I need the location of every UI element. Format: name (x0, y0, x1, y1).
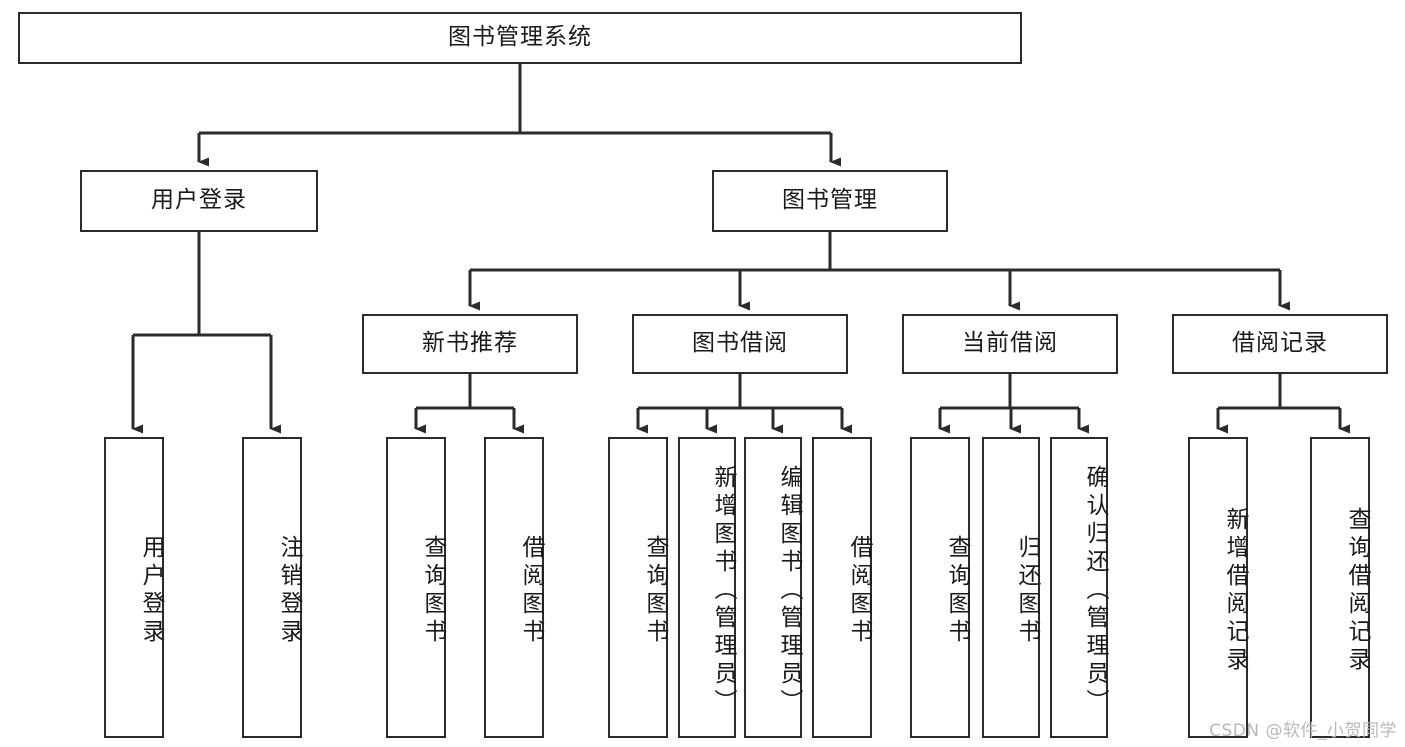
leaf-user-logout-label: 注销登录 (276, 534, 302, 647)
leaf-br-add-record[interactable]: 新增借阅记录 (1188, 437, 1248, 738)
node-book-borrow[interactable]: 图书借阅 (632, 314, 848, 374)
node-book-management-label: 图书管理 (782, 187, 878, 214)
leaf-cb-query-book[interactable]: 查询图书 (910, 437, 970, 738)
leaf-br-query-record[interactable]: 查询借阅记录 (1310, 437, 1370, 738)
leaf-bb-edit-book[interactable]: 编辑图书（管理员） (744, 437, 802, 738)
leaf-cb-confirm-return[interactable]: 确认归还（管理员） (1050, 437, 1108, 738)
node-new-book-recommendation-label: 新书推荐 (422, 330, 518, 357)
node-current-borrow[interactable]: 当前借阅 (902, 314, 1118, 374)
leaf-br-add-record-label: 新增借阅记录 (1222, 506, 1248, 675)
leaf-bb-add-book-label: 新增图书（管理员） (710, 464, 736, 717)
node-user-login[interactable]: 用户登录 (80, 170, 318, 232)
leaf-user-login-label: 用户登录 (138, 534, 164, 647)
leaf-rec-borrow-book-label: 借阅图书 (518, 534, 544, 647)
node-current-borrow-label: 当前借阅 (962, 330, 1058, 357)
node-user-login-label: 用户登录 (151, 187, 247, 214)
leaf-br-query-record-label: 查询借阅记录 (1344, 506, 1370, 675)
leaf-bb-query-book[interactable]: 查询图书 (608, 437, 668, 738)
leaf-bb-edit-book-label: 编辑图书（管理员） (776, 464, 802, 717)
leaf-user-login[interactable]: 用户登录 (104, 437, 164, 738)
node-borrow-record[interactable]: 借阅记录 (1172, 314, 1388, 374)
leaf-cb-return-book[interactable]: 归还图书 (982, 437, 1040, 738)
node-root-label: 图书管理系统 (448, 24, 592, 51)
leaf-rec-query-book[interactable]: 查询图书 (386, 437, 446, 738)
leaf-cb-confirm-return-label: 确认归还（管理员） (1082, 464, 1108, 717)
leaf-cb-return-book-label: 归还图书 (1014, 534, 1040, 647)
node-new-book-recommendation[interactable]: 新书推荐 (362, 314, 578, 374)
leaf-rec-query-book-label: 查询图书 (420, 534, 446, 647)
leaf-rec-borrow-book[interactable]: 借阅图书 (484, 437, 544, 738)
leaf-bb-borrow-book[interactable]: 借阅图书 (812, 437, 872, 738)
csdn-watermark: CSDN @软件_小贺同学 (1209, 721, 1397, 741)
node-borrow-record-label: 借阅记录 (1232, 330, 1328, 357)
leaf-bb-query-book-label: 查询图书 (642, 534, 668, 647)
leaf-bb-add-book[interactable]: 新增图书（管理员） (678, 437, 736, 738)
leaf-user-logout[interactable]: 注销登录 (242, 437, 302, 738)
node-book-management[interactable]: 图书管理 (712, 170, 948, 232)
node-root[interactable]: 图书管理系统 (18, 12, 1022, 64)
node-book-borrow-label: 图书借阅 (692, 330, 788, 357)
leaf-bb-borrow-book-label: 借阅图书 (846, 534, 872, 647)
leaf-cb-query-book-label: 查询图书 (944, 534, 970, 647)
